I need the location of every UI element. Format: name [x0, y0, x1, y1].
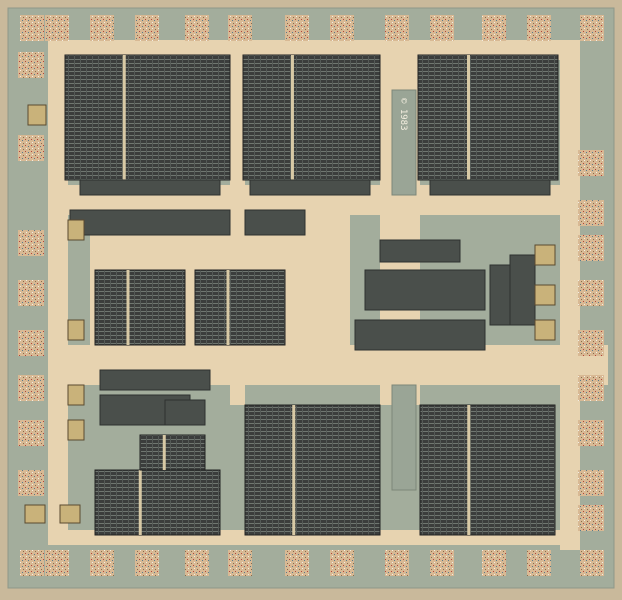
bond-pad: [228, 550, 252, 576]
bond-pad: [385, 550, 409, 576]
metal-route: [560, 40, 580, 550]
memory-array: [94, 269, 186, 346]
memory-array: [64, 54, 231, 181]
bond-pad: [135, 15, 159, 41]
logic-blocks: [24, 104, 556, 524]
io-driver: [534, 319, 556, 341]
bond-pad: [482, 550, 506, 576]
io-driver: [24, 504, 46, 524]
array-divider: [290, 55, 294, 180]
logic-block: [354, 319, 486, 351]
bond-pad: [45, 15, 69, 41]
bond-pad: [430, 15, 454, 41]
bond-pad: [580, 550, 604, 576]
logic-block: [79, 179, 221, 196]
bond-pad: [578, 420, 604, 446]
array-divider: [226, 270, 230, 345]
logic-block: [244, 209, 306, 236]
bond-pad: [20, 550, 44, 576]
memory-array: [419, 404, 556, 536]
array-divider: [126, 270, 130, 345]
array-divider: [292, 405, 296, 535]
logic-block: [509, 254, 536, 326]
memory-array: [194, 269, 286, 346]
io-driver: [67, 319, 85, 341]
bond-pad: [185, 15, 209, 41]
bond-pad: [330, 550, 354, 576]
array-divider: [467, 405, 471, 535]
logic-block: [99, 369, 211, 391]
metal-route: [48, 40, 68, 540]
io-driver: [534, 244, 556, 266]
memory-array: [94, 469, 221, 536]
bond-pad: [90, 550, 114, 576]
bond-pad: [330, 15, 354, 41]
bond-pad: [18, 420, 44, 446]
memory-array: [244, 404, 381, 536]
memory-array: [417, 54, 559, 181]
die-marking-strip: © 1983: [391, 89, 417, 491]
bond-pad: [482, 15, 506, 41]
bond-pad: [580, 15, 604, 41]
bond-pad: [18, 375, 44, 401]
memory-arrays: [64, 54, 559, 536]
memory-array: [242, 54, 381, 181]
bond-pad: [578, 235, 604, 261]
io-driver: [534, 284, 556, 306]
bond-pad: [285, 15, 309, 41]
logic-block: [429, 179, 551, 196]
bond-pad: [18, 470, 44, 496]
io-driver: [59, 504, 81, 524]
bond-pad: [578, 200, 604, 226]
bond-pad: [578, 375, 604, 401]
bond-pad: [527, 15, 551, 41]
bond-pad: [185, 550, 209, 576]
bond-pad: [578, 505, 604, 531]
die-marking: © 1983: [398, 98, 408, 131]
array-divider: [122, 55, 126, 180]
array-divider: [162, 435, 166, 470]
bond-pad: [578, 470, 604, 496]
logic-block: [364, 269, 486, 311]
metal-route: [310, 200, 350, 350]
bond-pads: [18, 15, 604, 576]
bond-pad: [20, 15, 44, 41]
logic-block: [379, 239, 461, 263]
array-divider: [138, 470, 142, 535]
bond-pad: [527, 550, 551, 576]
logic-block: [249, 179, 371, 196]
bond-pad: [18, 52, 44, 78]
bond-pad: [18, 230, 44, 256]
logic-block: [164, 399, 206, 426]
logic-block: [69, 209, 231, 236]
memory-array: [139, 434, 206, 471]
bond-pad: [228, 15, 252, 41]
bond-pad: [578, 150, 604, 176]
bond-pad: [18, 330, 44, 356]
bond-pad: [18, 135, 44, 161]
io-driver: [67, 219, 85, 241]
bond-pad: [385, 15, 409, 41]
bond-pad: [578, 330, 604, 356]
io-driver: [27, 104, 47, 126]
bond-pad: [135, 550, 159, 576]
io-driver: [67, 419, 85, 441]
bond-pad: [18, 280, 44, 306]
array-divider: [467, 55, 470, 180]
io-driver: [67, 384, 85, 406]
bond-pad: [45, 550, 69, 576]
bond-pad: [90, 15, 114, 41]
bond-pad: [285, 550, 309, 576]
bond-pad: [578, 280, 604, 306]
bond-pad: [430, 550, 454, 576]
